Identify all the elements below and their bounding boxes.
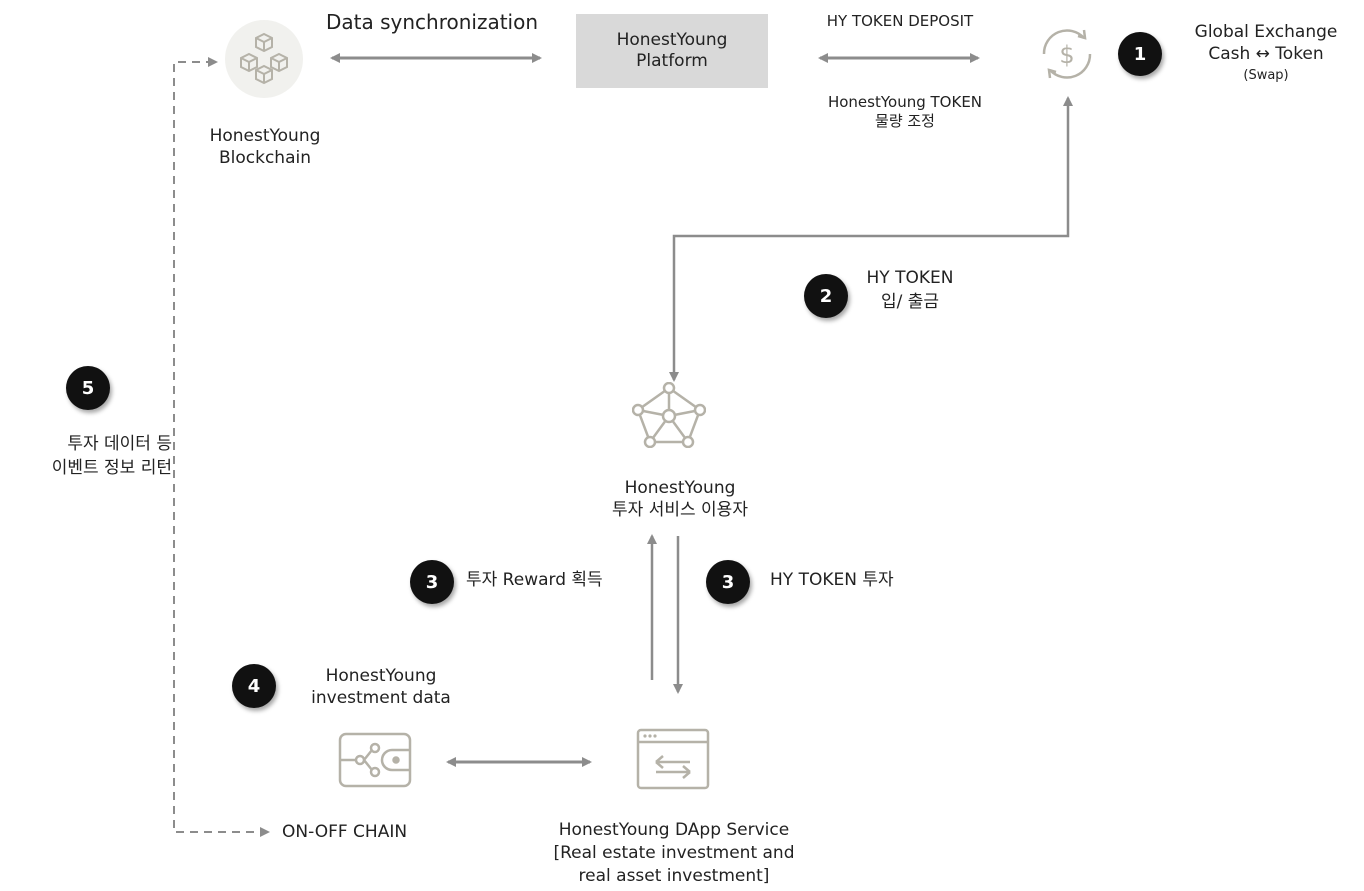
blockchain-label-1: HonestYoung — [209, 126, 321, 146]
token-adjust-label-1: HonestYoung TOKEN — [827, 93, 983, 111]
on-off-chain-label: ON-OFF CHAIN — [282, 822, 408, 842]
invest-label: HY TOKEN 투자 — [770, 570, 894, 590]
badge-5: 5 — [66, 366, 110, 410]
exchange-label-2: Cash ↔ Token — [1208, 44, 1324, 64]
platform-box: HonestYoung Platform — [576, 14, 768, 88]
data-sync-label: Data synchronization — [325, 10, 539, 34]
badge-3-reward: 3 — [410, 560, 454, 604]
badge-2: 2 — [804, 274, 848, 318]
exchange-user-connector — [669, 96, 1073, 382]
blockchain-cubes-icon — [225, 20, 303, 98]
dapp-label-3: real asset investment] — [578, 866, 770, 886]
event-label-2: 이벤트 정보 리턴 — [51, 458, 172, 478]
blockchain-label-2: Blockchain — [218, 148, 311, 168]
platform-line1: HonestYoung — [616, 29, 728, 50]
exchange-label-3: (Swap) — [1243, 68, 1289, 83]
event-return-dashed-line — [173, 57, 270, 837]
dapp-label-1: HonestYoung DApp Service — [558, 820, 790, 840]
platform-line2: Platform — [636, 51, 708, 71]
event-label-1: 투자 데이터 등 — [67, 434, 172, 454]
dollar-exchange-icon: $ — [1030, 22, 1104, 86]
reward-label: 투자 Reward 획득 — [466, 570, 603, 590]
dapp-label-2: [Real estate investment and — [553, 843, 795, 863]
network-pentagon-icon — [631, 381, 707, 449]
hy-token-io-label-2: 입/ 출금 — [880, 292, 940, 312]
user-label-2: 투자 서비스 이용자 — [612, 500, 748, 520]
deposit-label: HY TOKEN DEPOSIT — [826, 12, 974, 30]
investment-data-label-2: investment data — [311, 688, 451, 708]
badge-1: 1 — [1118, 32, 1162, 76]
token-adjust-label-2: 물량 조정 — [875, 112, 935, 130]
exchange-label-1: Global Exchange — [1194, 22, 1338, 42]
hy-token-io-label-1: HY TOKEN — [866, 268, 954, 288]
badge-4: 4 — [232, 664, 276, 708]
investment-data-label-1: HonestYoung — [325, 666, 437, 686]
user-label-1: HonestYoung — [624, 478, 736, 498]
badge-3-invest: 3 — [706, 560, 750, 604]
browser-exchange-icon — [634, 726, 712, 792]
svg-text:$: $ — [1059, 41, 1074, 69]
wallet-icon — [334, 728, 416, 792]
